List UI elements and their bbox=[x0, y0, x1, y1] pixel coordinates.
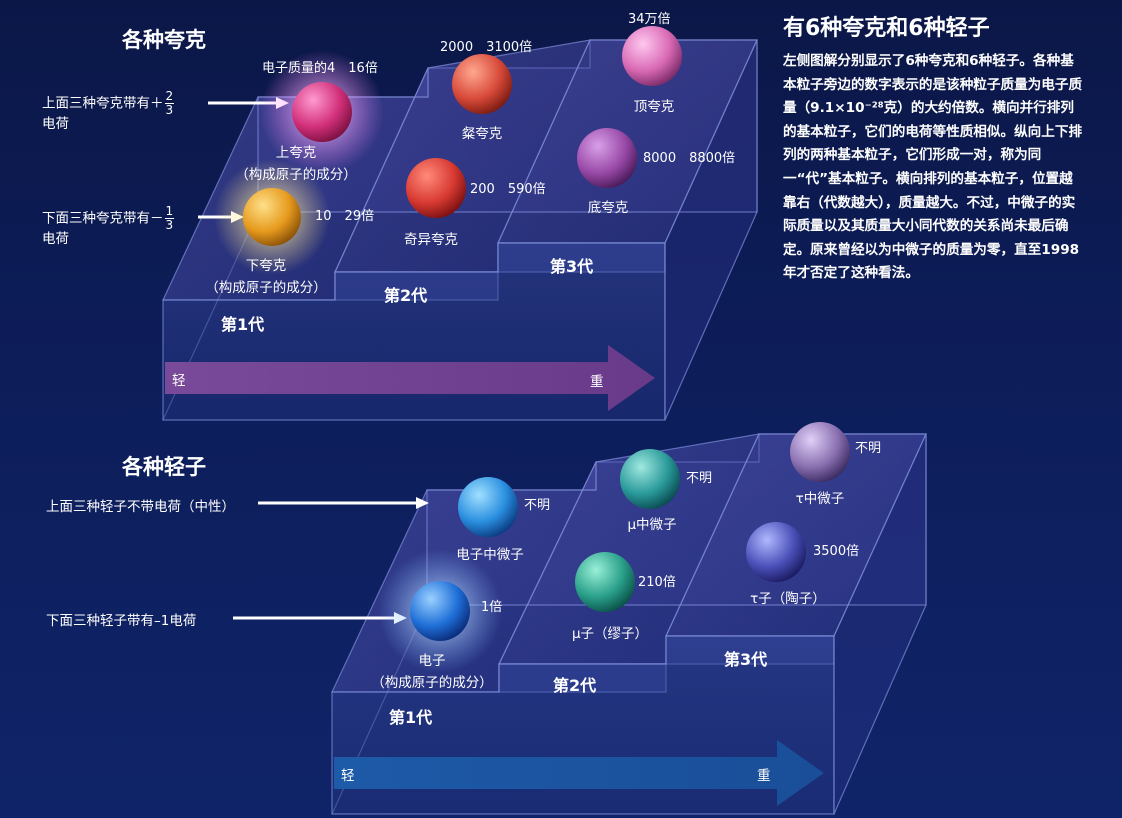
electron-mass: 1倍 bbox=[481, 600, 503, 615]
top-quark-sphere bbox=[622, 26, 682, 86]
down-quark-sphere bbox=[243, 188, 301, 246]
up-quark-sphere bbox=[292, 82, 352, 142]
fraction-denominator: 3 bbox=[165, 103, 174, 117]
fraction-numerator: 1 bbox=[164, 204, 175, 219]
tau-mass: 3500倍 bbox=[813, 544, 860, 559]
up-quark-mass: 电子质量的4 16倍 bbox=[262, 61, 378, 76]
strange-quark-mass: 200 590倍 bbox=[470, 182, 546, 197]
quarks-title: 各种夸克 bbox=[122, 28, 206, 52]
leptons-upper-note: 上面三种轻子不带电荷（中性） bbox=[46, 499, 235, 515]
tau-neutrino-mass: 不明 bbox=[855, 441, 882, 456]
leptons-title: 各种轻子 bbox=[122, 455, 206, 479]
bottom-quark-sphere bbox=[577, 128, 637, 188]
up-quark-sub: （构成原子的成分） bbox=[235, 167, 357, 183]
charm-quark-sphere bbox=[452, 54, 512, 114]
description-title: 有6种夸克和6种轻子 bbox=[783, 16, 990, 41]
lepton-staircase bbox=[331, 433, 927, 815]
muon-sphere bbox=[575, 552, 635, 612]
muon-mass: 210倍 bbox=[638, 575, 676, 590]
up-quark-name: 上夸克 bbox=[275, 145, 317, 161]
charm-quark-name: 粲夸克 bbox=[461, 126, 503, 142]
description-body: 左侧图解分别显示了6种夸克和6种轻子。各种基本粒子旁边的数字表示的是该种粒子质量… bbox=[783, 53, 1083, 282]
electron-name: 电子 bbox=[418, 653, 446, 669]
electron-sphere bbox=[410, 581, 470, 641]
down-quark-name: 下夸克 bbox=[245, 258, 287, 274]
lower-note-prefix: 下面三种夸克带有－ bbox=[42, 210, 164, 227]
quarks-gen1-label: 第1代 bbox=[221, 315, 265, 334]
muon-name: μ子（缪子） bbox=[571, 626, 649, 642]
down-quark-sub: （构成原子的成分） bbox=[205, 280, 327, 296]
leptons-gen3-label: 第3代 bbox=[724, 650, 768, 669]
leptons-lower-note: 下面三种轻子带有–1电荷 bbox=[46, 613, 197, 629]
bottom-quark-mass: 8000 8800倍 bbox=[643, 151, 736, 166]
top-quark-mass: 34万倍 bbox=[628, 12, 671, 27]
upper-note-prefix: 上面三种夸克带有＋ bbox=[42, 95, 164, 112]
muon-neutrino-sphere bbox=[620, 449, 680, 509]
fraction-numerator: 2 bbox=[164, 89, 175, 104]
quarks-arrow-heavy: 重 bbox=[590, 374, 604, 390]
electron-neutrino-mass: 不明 bbox=[524, 498, 551, 513]
electron-neutrino-name: 电子中微子 bbox=[456, 547, 524, 563]
bottom-quark-name: 底夸克 bbox=[587, 200, 629, 216]
leptons-arrow-heavy: 重 bbox=[757, 768, 771, 784]
leptons-gen1-label: 第1代 bbox=[389, 708, 433, 727]
quarks-gen3-label: 第3代 bbox=[550, 257, 594, 276]
fraction-denominator: 3 bbox=[165, 218, 174, 232]
strange-quark-name: 奇异夸克 bbox=[404, 232, 458, 248]
down-quark-mass: 10 29倍 bbox=[315, 209, 375, 224]
lepton-mass-arrow bbox=[334, 740, 824, 806]
electron-neutrino-sphere bbox=[458, 477, 518, 537]
muon-neutrino-name: μ中微子 bbox=[627, 517, 677, 533]
lower-note-suffix: 电荷 bbox=[42, 231, 69, 247]
tau-name: τ子（陶子） bbox=[750, 591, 826, 607]
tau-neutrino-sphere bbox=[790, 422, 850, 482]
top-quark-name: 顶夸克 bbox=[633, 99, 675, 115]
electron-sub: （构成原子的成分） bbox=[371, 675, 493, 691]
upper-note-suffix: 电荷 bbox=[42, 116, 69, 132]
tau-sphere bbox=[746, 522, 806, 582]
charm-quark-mass: 2000 3100倍 bbox=[440, 40, 533, 55]
quarks-arrow-light: 轻 bbox=[172, 373, 186, 389]
tau-neutrino-name: τ中微子 bbox=[795, 491, 845, 507]
strange-quark-sphere bbox=[406, 158, 466, 218]
quarks-gen2-label: 第2代 bbox=[384, 286, 428, 305]
leptons-gen2-label: 第2代 bbox=[553, 676, 597, 695]
leptons-arrow-light: 轻 bbox=[341, 768, 355, 784]
quark-mass-arrow bbox=[165, 345, 655, 411]
muon-neutrino-mass: 不明 bbox=[686, 471, 713, 486]
